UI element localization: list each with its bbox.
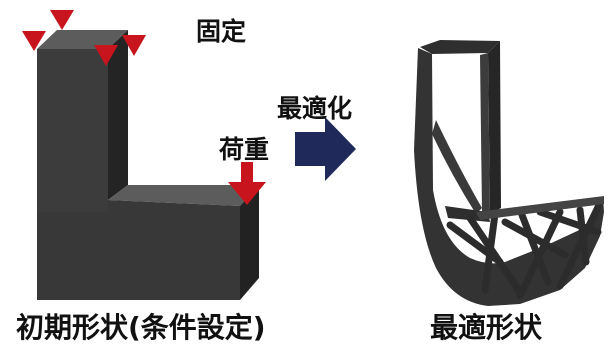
optimal-shape-base-rim <box>476 196 604 220</box>
optimal-shape-outer-body <box>414 48 604 306</box>
optimal-shape-brace <box>445 206 490 222</box>
constraint-triangle-icon <box>94 45 118 66</box>
optimal-shape-lattice <box>446 199 604 300</box>
initial-shape-column-top <box>37 30 128 49</box>
optimal-shape-top-bar <box>420 40 500 54</box>
initial-shape-caption: 初期形状(条件設定) <box>16 311 266 344</box>
initial-shape-foot-front <box>37 200 240 300</box>
optimal-shape-right-post-face <box>480 53 490 214</box>
optimize-label: 最適化 <box>277 94 353 123</box>
optimize-arrow-icon <box>295 117 356 181</box>
fixed-label: 固定 <box>196 17 247 46</box>
optimal-shape-caption: 最適形状 <box>430 311 543 344</box>
constraint-triangle-icon <box>22 31 46 51</box>
optimal-shape <box>414 40 604 306</box>
load-label: 荷重 <box>219 135 270 164</box>
initial-shape-foot-top <box>108 185 259 206</box>
optimal-shape-brace <box>432 120 482 214</box>
constraint-triangle-icon <box>50 10 74 30</box>
initial-shape-column-front <box>37 49 108 212</box>
initial-shape <box>37 30 259 300</box>
constraint-triangle-icon <box>122 35 146 56</box>
optimal-shape-right-post <box>488 41 501 214</box>
initial-shape-column-side <box>108 30 128 200</box>
initial-shape-foot-side <box>240 185 259 300</box>
fixed-constraint-markers <box>22 10 146 66</box>
load-arrow-icon <box>228 162 266 205</box>
